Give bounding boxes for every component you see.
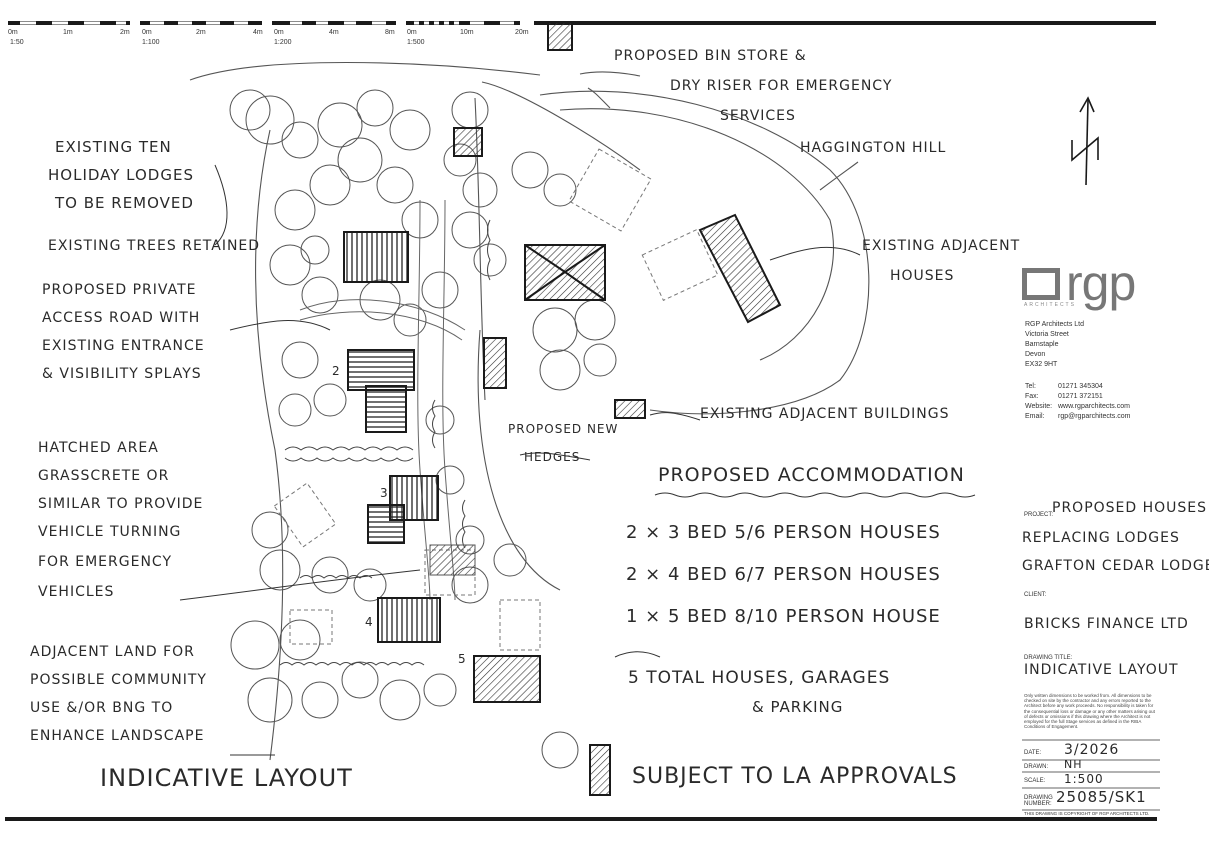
- turning-area: [429, 544, 476, 576]
- drawing-title-label: DRAWING TITLE:: [1024, 655, 1073, 661]
- scale-tick: 2m: [196, 29, 206, 36]
- copyright-note: THIS DRAWING IS COPYRIGHT OF RGP ARCHITE…: [1024, 811, 1150, 816]
- project-line: GRAFTON CEDAR LODGES: [1022, 558, 1209, 574]
- project-label: PROJECT:: [1024, 512, 1054, 518]
- logo-text: rgp: [1066, 255, 1136, 311]
- field-label: DRAWING NUMBER:: [1024, 795, 1053, 807]
- drawing-title: INDICATIVE LAYOUT: [1024, 662, 1179, 678]
- scale-value: 1:500: [1064, 772, 1104, 786]
- scale-tick: 4m: [329, 29, 339, 36]
- annotation-adjacent-buildings: EXISTING ADJACENT BUILDINGS: [700, 406, 950, 422]
- scale-ratio: 1:100: [142, 39, 160, 46]
- annotation-trees-retained: EXISTING TREES RETAINED: [48, 238, 261, 254]
- adjacent-houses: [524, 213, 782, 324]
- logo-subtext: ARCHITECTS: [1024, 302, 1076, 308]
- layout-label: INDICATIVE LAYOUT: [100, 764, 353, 792]
- accommodation-line: 2 × 3 BED 5/6 PERSON HOUSES: [626, 522, 941, 543]
- scale-ratio: 1:50: [10, 39, 24, 46]
- plot-number: 3: [380, 486, 389, 500]
- proposed-houses: [343, 21, 646, 796]
- accommodation-title: PROPOSED ACCOMMODATION: [658, 464, 965, 486]
- date-value: 3/2026: [1064, 742, 1120, 758]
- accommodation-line: 2 × 4 BED 6/7 PERSON HOUSES: [626, 564, 941, 585]
- field-label: DATE:: [1024, 750, 1042, 756]
- scale-tick: 1m: [63, 29, 73, 36]
- project-line: REPLACING LODGES: [1022, 530, 1180, 546]
- approval-note: SUBJECT TO LA APPROVALS: [632, 764, 958, 789]
- accommodation-total: 5 TOTAL HOUSES, GARAGES: [628, 668, 891, 688]
- disclaimer: Only written dimensions to be worked fro…: [1024, 693, 1155, 730]
- title-underline: [654, 492, 976, 498]
- scale-tick: 8m: [385, 29, 395, 36]
- field-label: SCALE:: [1024, 778, 1046, 784]
- hedges: [279, 219, 491, 666]
- scale-tick: 0m: [8, 29, 18, 36]
- scale-ratio: 1:500: [407, 39, 425, 46]
- drawn-value: NH: [1064, 758, 1083, 771]
- scale-tick: 0m: [142, 29, 152, 36]
- scale-tick: 20m: [515, 29, 529, 36]
- scale-tick: 4m: [253, 29, 263, 36]
- logo-square-icon: [1022, 268, 1060, 300]
- scale-tick: 0m: [407, 29, 417, 36]
- field-label: DRAWN:: [1024, 764, 1049, 770]
- site-boundary: [189, 61, 870, 761]
- drawing-number: 25085/SK1: [1056, 788, 1147, 806]
- titleblock-lines: [1022, 739, 1160, 811]
- scale-tick: 2m: [120, 29, 130, 36]
- plot-number: 2: [332, 364, 341, 378]
- leader-lines: [179, 164, 861, 756]
- project-line: PROPOSED HOUSES: [1052, 500, 1208, 516]
- accommodation-line: 1 × 5 BED 8/10 PERSON HOUSE: [626, 606, 941, 627]
- scale-tick: 10m: [460, 29, 474, 36]
- plot-number: 4: [365, 615, 374, 629]
- client-name: BRICKS FINANCE LTD: [1024, 616, 1189, 632]
- scale-bars: [8, 20, 1156, 26]
- scale-tick: 0m: [274, 29, 284, 36]
- accommodation-total: & PARKING: [752, 698, 844, 716]
- rgp-logo: rgp ARCHITECTS: [1022, 255, 1152, 311]
- annotation-hill: HAGGINGTON HILL: [800, 140, 947, 156]
- north-arrow: [1071, 96, 1099, 186]
- client-label: CLIENT:: [1024, 592, 1047, 598]
- plot-number: 5: [458, 652, 467, 666]
- scale-ratio: 1:200: [274, 39, 292, 46]
